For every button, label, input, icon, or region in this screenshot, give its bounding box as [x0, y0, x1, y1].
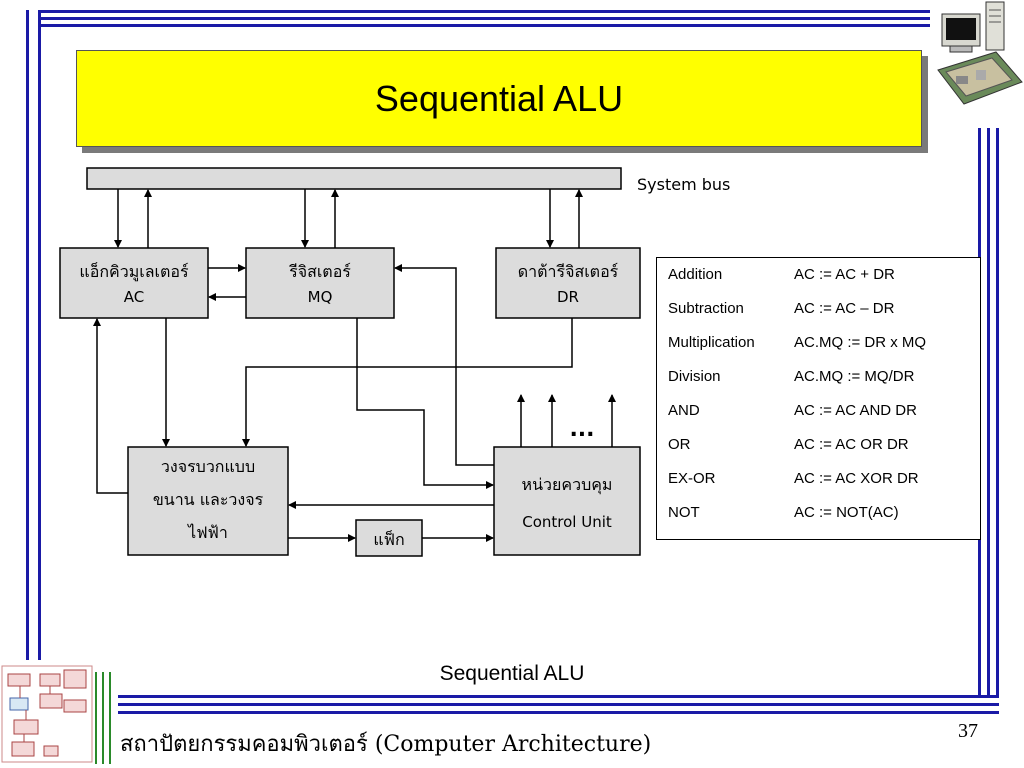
- dr-register-label: ดาต้ารีจิสเตอร์: [518, 262, 619, 281]
- title-box: Sequential ALU: [76, 50, 922, 147]
- diagram-thumbnail-icon: [1, 665, 111, 764]
- mq-register-block: [245, 247, 395, 319]
- operation-name: Addition: [668, 266, 723, 283]
- flag-label: แฟ็ก: [373, 529, 404, 549]
- arrow-cu-to-mq: [394, 264, 494, 466]
- operation-row: Division AC.MQ := MQ/DR: [668, 368, 980, 402]
- operation-row: Subtraction AC := AC – DR: [668, 300, 980, 334]
- operation-row: EX-OR AC := AC XOR DR: [668, 470, 980, 504]
- figure-caption: Sequential ALU: [439, 662, 585, 685]
- dr-register-block: [495, 247, 641, 319]
- frame-top-line-3: [38, 24, 930, 27]
- operation-expression: AC := AC XOR DR: [794, 470, 919, 487]
- operation-expression: AC := NOT(AC): [794, 504, 899, 521]
- operation-name: Division: [668, 368, 721, 385]
- frame-bottom-line-3: [118, 711, 999, 714]
- page-number: 37: [958, 720, 978, 742]
- mq-register-label: รีจิสเตอร์: [289, 262, 352, 281]
- system-bus-label: System bus: [637, 175, 730, 194]
- control-unit-block: [493, 446, 641, 556]
- frame-right-line-3: [996, 128, 999, 698]
- mq-register-code: MQ: [308, 288, 333, 306]
- dr-register-code: DR: [557, 288, 579, 306]
- operation-row: Multiplication AC.MQ := DR x MQ: [668, 334, 980, 368]
- frame-top-line-2: [38, 17, 930, 20]
- computer-icon: [937, 1, 1023, 105]
- operation-row: AND AC := AC AND DR: [668, 402, 980, 436]
- operation-row: OR AC := AC OR DR: [668, 436, 980, 470]
- arrow-mq-to-cu: [356, 318, 494, 489]
- operation-row: Addition AC := AC + DR: [668, 266, 980, 300]
- adder-circuit-line2: ขนาน และวงจร: [153, 490, 264, 509]
- operation-name: OR: [668, 436, 691, 453]
- system-bus: [86, 167, 622, 190]
- ac-register-code: AC: [124, 288, 144, 306]
- slide-title: Sequential ALU: [374, 77, 624, 119]
- frame-top-line-1: [38, 10, 930, 13]
- footer-course-title: สถาปัตยกรรมคอมพิวเตอร์ (Computer Archite…: [120, 732, 652, 757]
- frame-bottom-line-2: [118, 703, 999, 706]
- operation-name: NOT: [668, 504, 700, 521]
- arrow-adder-to-ac: [93, 318, 128, 494]
- operation-row: NOT AC := NOT(AC): [668, 504, 980, 538]
- operation-expression: AC := AC + DR: [794, 266, 895, 283]
- ac-register-block: [59, 247, 209, 319]
- adder-circuit-line1: วงจรบวกแบบ: [161, 457, 255, 476]
- control-unit-label: หน่วยควบคุม: [522, 475, 613, 495]
- adder-circuit-block: [127, 446, 289, 556]
- operation-name: Multiplication: [668, 334, 755, 351]
- ac-register-label: แอ็กคิวมูเลเตอร์: [79, 261, 189, 282]
- control-signal-ellipsis: ...: [569, 417, 594, 442]
- operation-name: AND: [668, 402, 700, 419]
- frame-bottom-line-1: [118, 695, 999, 698]
- operation-expression: AC := AC AND DR: [794, 402, 917, 419]
- control-unit-code: Control Unit: [522, 513, 612, 531]
- frame-right-line-2: [987, 128, 990, 698]
- operation-expression: AC.MQ := MQ/DR: [794, 368, 915, 385]
- frame-left-line-2: [26, 10, 29, 660]
- adder-circuit-line3: ไฟฟ้า: [186, 523, 228, 542]
- operation-expression: AC := AC – DR: [794, 300, 895, 317]
- frame-left-line-1: [38, 10, 41, 660]
- operation-expression: AC := AC OR DR: [794, 436, 909, 453]
- operation-name: Subtraction: [668, 300, 744, 317]
- arrow-dr-to-adder: [242, 318, 573, 447]
- flag-block: [355, 519, 423, 557]
- operation-name: EX-OR: [668, 470, 716, 487]
- operation-expression: AC.MQ := DR x MQ: [794, 334, 927, 351]
- operations-table: Addition AC := AC + DR Subtraction AC := AC…: [656, 257, 981, 540]
